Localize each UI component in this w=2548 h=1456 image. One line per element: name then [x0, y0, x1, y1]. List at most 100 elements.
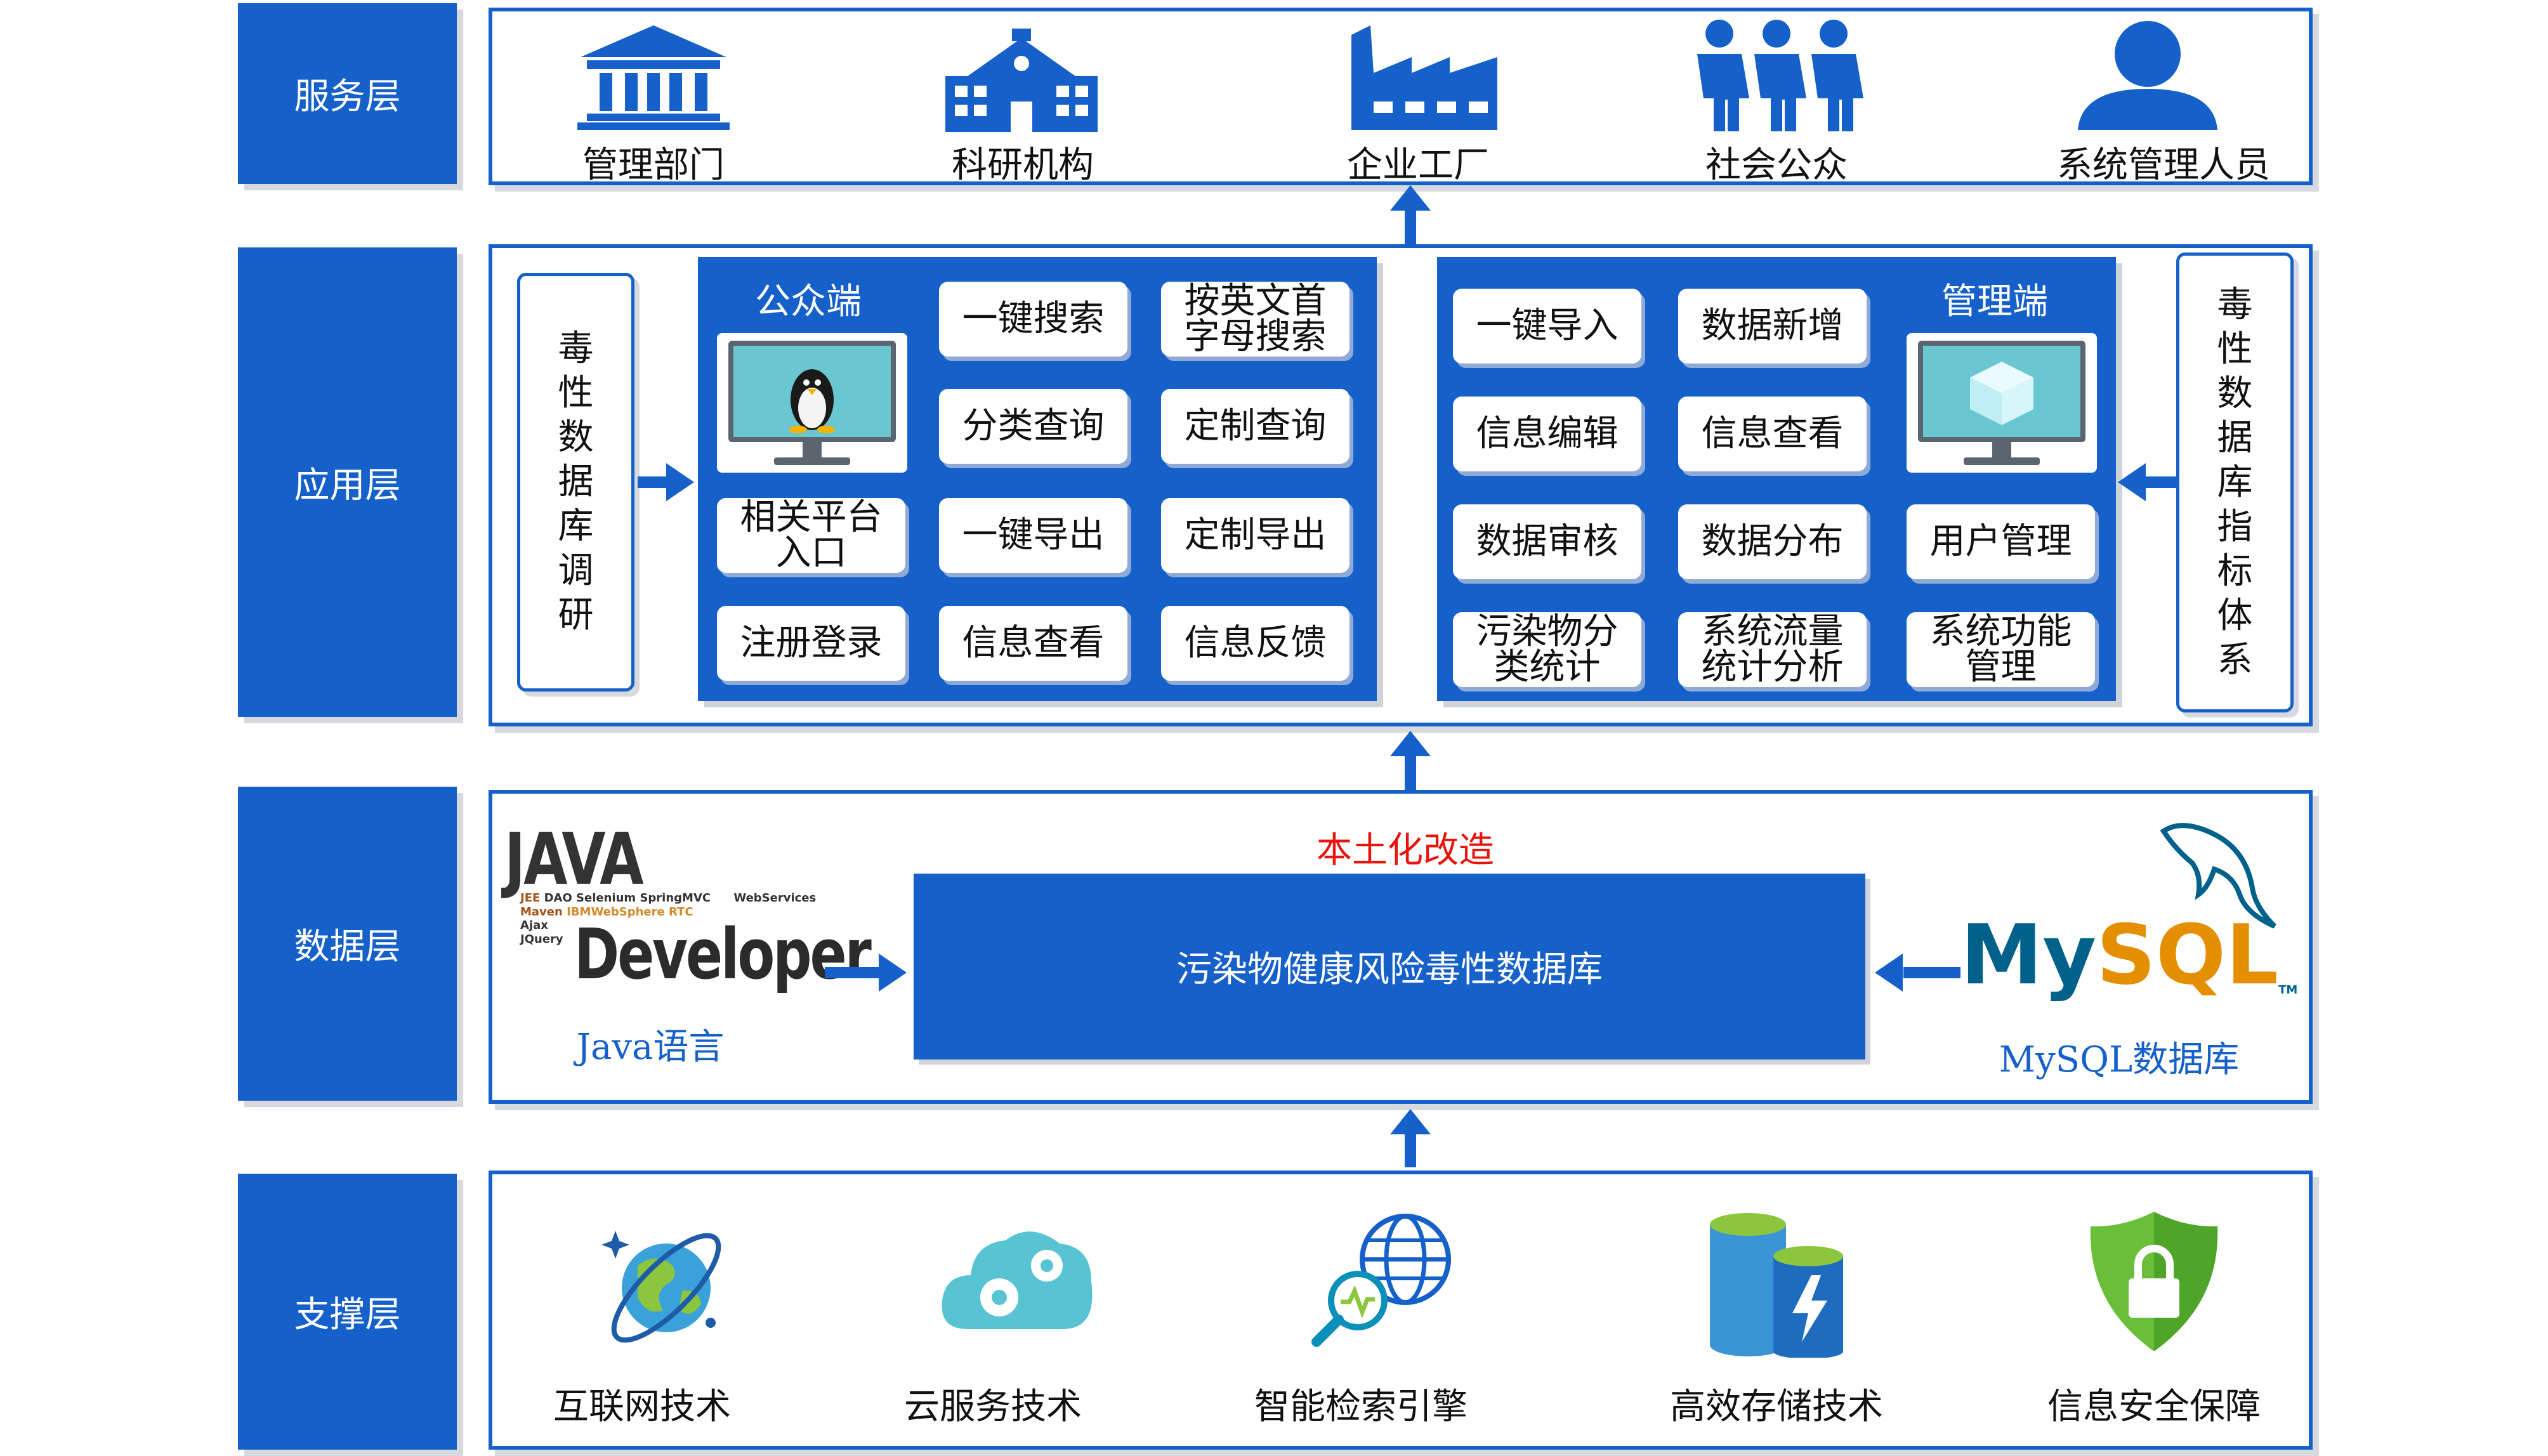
linux-monitor-icon: [728, 341, 896, 465]
admin-info-view-button[interactable]: 信息查看: [1678, 397, 1867, 471]
support-item-label: 高效存储技术: [1670, 1386, 1883, 1427]
index-system-side-box: 毒 性 数 据 库 指 标 体 系: [2176, 253, 2294, 712]
cloud-word: DAO: [544, 891, 572, 905]
side-char: 数: [2217, 372, 2253, 414]
side-char: 体: [2217, 594, 2253, 636]
java-caption: Java语言: [576, 1026, 725, 1068]
mysql-logo-my: My: [1960, 907, 2097, 1003]
service-item-label: 科研机构: [952, 145, 1094, 186]
admin-portal-title: 管理端: [1941, 281, 2048, 322]
side-char: 库: [558, 506, 594, 547]
arrow-up-head: [1390, 185, 1431, 211]
support-item-label: 互联网技术: [553, 1386, 731, 1427]
search-engine-icon: [1311, 1214, 1451, 1347]
user-icon: [2078, 21, 2217, 130]
one-click-export-button[interactable]: 一键导出: [939, 498, 1127, 573]
side-char: 毒: [2217, 284, 2253, 325]
linux-monitor: [717, 333, 907, 473]
info-edit-button[interactable]: 信息编辑: [1453, 397, 1641, 471]
cloud-word: SpringMVC: [640, 891, 711, 905]
service-item-label: 管理部门: [582, 145, 725, 186]
feedback-button[interactable]: 信息反馈: [1161, 606, 1350, 681]
layer-label-support: 支撑层: [238, 1174, 457, 1450]
cloud-word: Ajax: [520, 919, 548, 933]
mysql-logo: MySQLTM: [1960, 914, 2297, 996]
function-management-button[interactable]: 系统功能管理: [1907, 612, 2095, 687]
arrow-right-head: [879, 954, 907, 992]
arrow-up: [1405, 1132, 1416, 1167]
layer-label-application: 应用层: [238, 247, 457, 717]
support-item-label: 信息安全保障: [2047, 1386, 2261, 1427]
people-group-icon: [1697, 20, 1863, 131]
arrow-right: [638, 476, 669, 488]
user-management-button[interactable]: 用户管理: [1907, 504, 2095, 579]
mysql-logo-tm: TM: [2278, 983, 2298, 997]
school-icon: [945, 29, 1098, 132]
one-click-search-button[interactable]: 一键搜索: [939, 282, 1127, 357]
admin-monitor: [1907, 333, 2097, 473]
cloud-word: IBMWebSphere: [567, 905, 665, 919]
arrow-up: [1405, 206, 1416, 244]
java-logo-title: JAVA: [504, 818, 644, 901]
info-view-button[interactable]: 信息查看: [939, 606, 1127, 681]
arrow-left: [2144, 476, 2176, 488]
service-item-label: 企业工厂: [1347, 145, 1489, 186]
side-char: 系: [2217, 639, 2253, 681]
cloud-word: JQuery: [520, 932, 563, 946]
traffic-analysis-button[interactable]: 系统流量统计分析: [1678, 612, 1867, 687]
security-shield-icon: [2090, 1212, 2218, 1351]
cloud-word: Selenium: [576, 891, 636, 905]
cloud-gears-icon: [942, 1231, 1093, 1329]
public-portal-title: 公众端: [755, 281, 862, 322]
one-click-import-button[interactable]: 一键导入: [1453, 289, 1641, 364]
initial-letter-search-button[interactable]: 按英文首字母搜索: [1161, 282, 1350, 357]
java-logo-main: Developer: [574, 914, 872, 995]
support-panel: [489, 1171, 2313, 1450]
cloud-word: WebServices: [733, 891, 817, 905]
side-char: 数: [558, 417, 594, 458]
localization-label: 本土化改造: [1317, 830, 1494, 871]
layer-label-service: 服务层: [238, 3, 457, 184]
side-char: 毒: [558, 328, 594, 369]
side-char: 调: [558, 550, 594, 591]
mysql-dolphin-icon: [2160, 823, 2276, 929]
platform-entry-button[interactable]: 相关平台入口: [717, 498, 905, 573]
data-distribution-button[interactable]: 数据分布: [1678, 504, 1867, 579]
arrow-left-head: [2118, 463, 2146, 501]
custom-export-button[interactable]: 定制导出: [1161, 498, 1350, 573]
pollutant-statistics-button[interactable]: 污染物分类统计: [1453, 612, 1641, 687]
register-login-button[interactable]: 注册登录: [717, 606, 905, 681]
internet-globe-icon: [601, 1231, 721, 1343]
cloud-word: JEE: [520, 891, 541, 905]
arrow-right-head: [666, 463, 694, 501]
side-char: 性: [558, 372, 594, 414]
java-developer-logo: JAVA JEE DAO Selenium SpringMVC WebServi…: [501, 818, 872, 1028]
mysql-logo-sql: SQL: [2096, 907, 2279, 1003]
storage-database-icon: [1710, 1213, 1843, 1358]
side-char: 指: [2217, 506, 2253, 548]
side-char: 性: [2217, 328, 2253, 370]
government-building-icon: [577, 25, 730, 130]
research-side-box: 毒 性 数 据 库 调 研: [517, 273, 634, 692]
cloud-word: Maven: [520, 905, 563, 919]
side-char: 库: [2217, 461, 2253, 503]
java-word-cloud: JEE DAO Selenium SpringMVC WebServices M…: [520, 891, 825, 946]
support-item-label: 智能检索引擎: [1254, 1386, 1468, 1427]
factory-icon: [1351, 25, 1497, 130]
side-char: 标: [2217, 550, 2253, 592]
arrow-left-head: [1875, 954, 1903, 992]
arrow-up-head: [1390, 1109, 1431, 1134]
service-item-label: 系统管理人员: [2057, 145, 2270, 186]
data-add-button[interactable]: 数据新增: [1678, 289, 1867, 364]
category-query-button[interactable]: 分类查询: [939, 389, 1127, 464]
support-item-label: 云服务技术: [904, 1386, 1082, 1427]
custom-query-button[interactable]: 定制查询: [1161, 389, 1350, 464]
side-char: 据: [558, 461, 594, 502]
layer-label-data: 数据层: [238, 787, 457, 1101]
arrow-left: [1903, 967, 1960, 978]
side-char: 据: [2217, 417, 2253, 459]
data-review-button[interactable]: 数据审核: [1453, 504, 1641, 579]
arrow-up: [1405, 755, 1416, 790]
service-item-label: 社会公众: [1705, 145, 1848, 186]
arrow-up-head: [1390, 731, 1431, 756]
